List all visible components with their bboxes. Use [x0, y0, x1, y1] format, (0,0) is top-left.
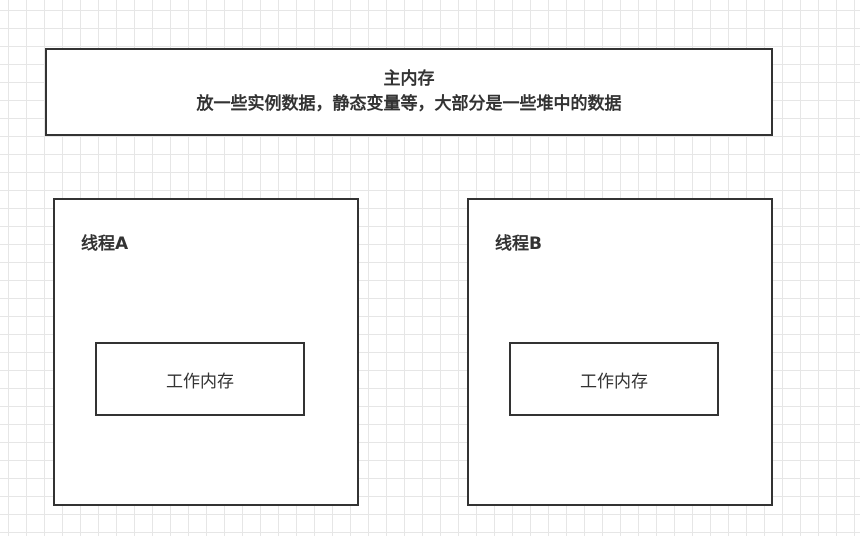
thread-b-box: 线程B 工作内存: [467, 198, 773, 506]
thread-b-title: 线程B: [495, 234, 542, 254]
main-memory-title: 主内存: [383, 69, 435, 89]
thread-a-working-memory-label: 工作内存: [166, 371, 234, 392]
thread-b-working-memory-label: 工作内存: [580, 371, 648, 392]
thread-a-working-memory-box: 工作内存: [95, 342, 305, 416]
thread-b-working-memory-box: 工作内存: [509, 342, 719, 416]
main-memory-box: 主内存 放一些实例数据，静态变量等，大部分是一些堆中的数据: [45, 48, 773, 136]
main-memory-description: 放一些实例数据，静态变量等，大部分是一些堆中的数据: [196, 94, 622, 114]
thread-a-box: 线程A 工作内存: [53, 198, 359, 506]
thread-a-title: 线程A: [81, 234, 129, 254]
